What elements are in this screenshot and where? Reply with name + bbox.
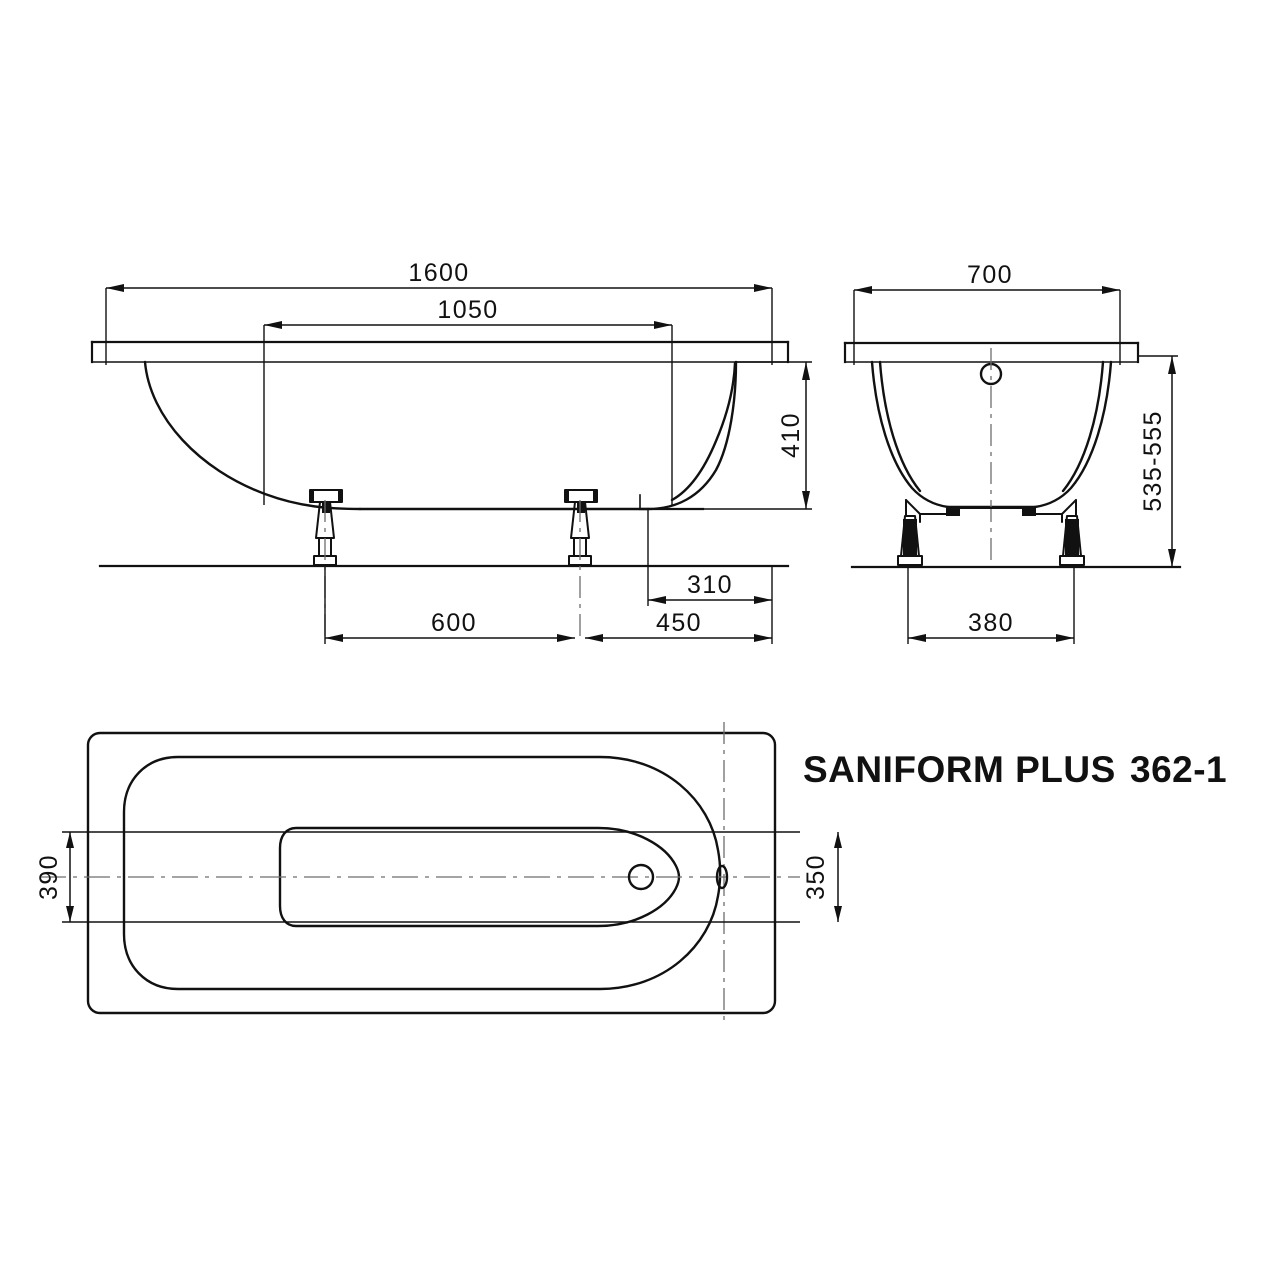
- dimension-drain-offset-310: 310: [647, 509, 773, 606]
- side-support-legs: [897, 515, 1085, 566]
- product-title: SANIFORM PLUS: [803, 749, 1116, 790]
- dimension-label-535-555: 535-555: [1139, 410, 1167, 512]
- support-foot-left: [309, 489, 343, 566]
- dimension-label-380: 380: [968, 609, 1014, 637]
- dimension-label-1600: 1600: [408, 259, 469, 287]
- support-foot-right: [564, 489, 598, 566]
- tub-outer-profile: [143, 360, 738, 511]
- dimension-overall-length-1600: 1600: [105, 259, 773, 365]
- dimension-inner-depth-410: 410: [703, 361, 812, 510]
- plan-inner-rim: [122, 755, 722, 991]
- drain-hole-icon: [627, 863, 655, 891]
- dimension-label-700: 700: [967, 261, 1013, 289]
- dimension-label-1050: 1050: [437, 296, 498, 324]
- dimension-inner-length-1050: 1050: [263, 296, 673, 505]
- overflow-slot-icon: [715, 864, 729, 890]
- side-foot-frame: [905, 499, 1077, 523]
- dimension-overall-height-535-555: 535-555: [1110, 355, 1178, 568]
- tub-rim-band: [90, 340, 790, 364]
- dimension-label-600: 600: [431, 609, 477, 637]
- dimension-label-310: 310: [687, 571, 733, 599]
- tub-inner-contour: [670, 361, 737, 502]
- dimension-overall-width-700: 700: [853, 261, 1121, 365]
- side-elevation-view: 700: [843, 261, 1182, 644]
- dimension-foot-spacing-600: 600: [324, 566, 575, 644]
- tub-base-step: [638, 494, 705, 511]
- plan-bowl-floor: [278, 826, 681, 928]
- plan-view: 390 350: [35, 722, 842, 1024]
- dimension-label-450: 450: [656, 609, 702, 637]
- plan-outer-rim: [86, 731, 777, 1015]
- dimension-label-410: 410: [777, 412, 805, 458]
- dimension-foot-to-end-450: 450: [585, 606, 773, 644]
- front-elevation-view: 1600 1050: [90, 259, 812, 644]
- dimension-foot-track-380: 380: [907, 566, 1075, 644]
- dimension-inner-width-350: 350: [802, 832, 842, 922]
- dimension-label-390: 390: [35, 854, 63, 900]
- product-model: 362-1: [1130, 749, 1227, 790]
- title-block: SANIFORM PLUS 362-1: [803, 749, 1227, 790]
- dimension-label-350: 350: [802, 854, 830, 900]
- dimension-inner-width-390: 390: [35, 831, 800, 923]
